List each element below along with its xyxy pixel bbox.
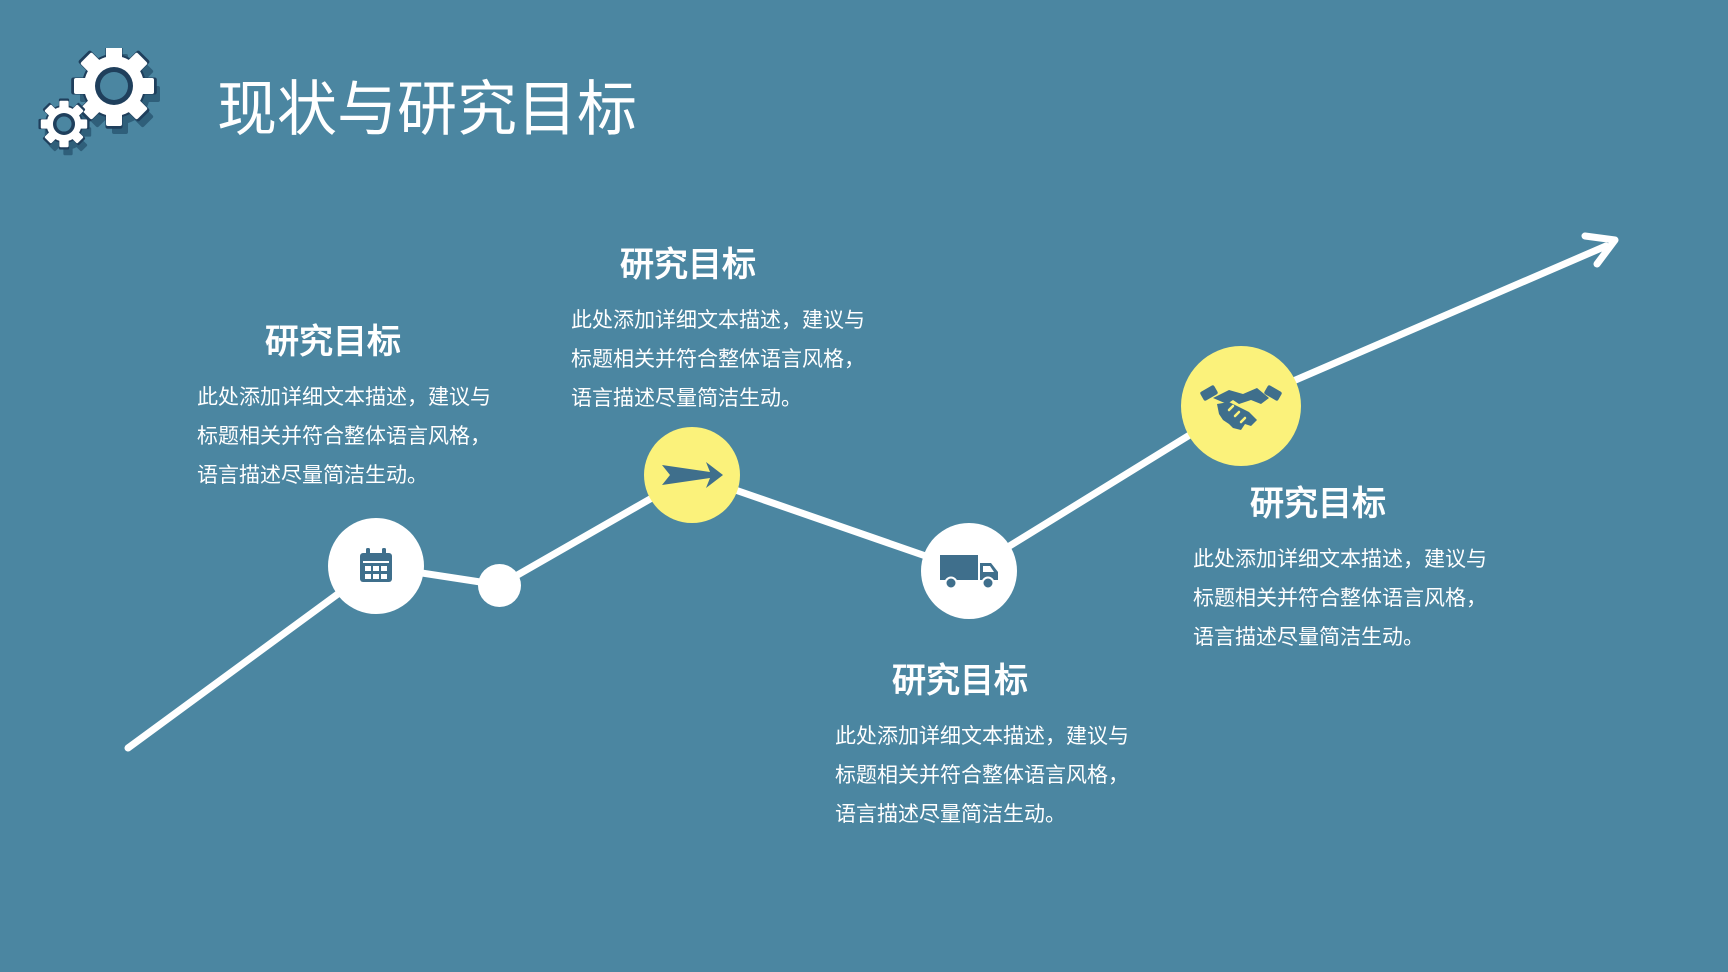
milestone-description: 此处添加详细文本描述，建议与 标题相关并符合整体语言风格， 语言描述尽量简洁生动… [571,301,865,418]
milestone-node-4 [1181,346,1301,466]
description-line: 标题相关并符合整体语言风格， [835,763,1129,787]
milestone-title: 研究目标 [620,245,756,285]
description-line: 标题相关并符合整体语言风格， [197,424,491,448]
path-dot [478,564,521,607]
milestone-description: 此处添加详细文本描述，建议与 标题相关并符合整体语言风格， 语言描述尽量简洁生动… [197,378,491,495]
milestone-node-3 [921,523,1017,619]
description-line: 语言描述尽量简洁生动。 [835,802,1066,826]
handshake-icon [1200,385,1282,430]
description-line: 此处添加详细文本描述，建议与 [835,724,1129,748]
calendar-icon [360,548,392,582]
description-line: 语言描述尽量简洁生动。 [1193,625,1424,649]
truck-icon [940,555,998,590]
description-line: 语言描述尽量简洁生动。 [197,463,428,487]
page-title: 现状与研究目标 [217,75,637,145]
milestone-text-4: 研究目标 此处添加详细文本描述，建议与 标题相关并符合整体语言风格， 语言描述尽… [1193,482,1487,657]
milestone-title: 研究目标 [892,661,1028,701]
milestone-node-1 [328,518,424,614]
description-line: 标题相关并符合整体语言风格， [571,347,865,371]
arrowhead-icon [1581,232,1619,268]
milestone-description: 此处添加详细文本描述，建议与 标题相关并符合整体语言风格， 语言描述尽量简洁生动… [1193,540,1487,657]
description-line: 此处添加详细文本描述，建议与 [197,385,491,409]
milestone-title: 研究目标 [265,322,401,362]
milestone-title: 研究目标 [1250,484,1386,524]
description-line: 标题相关并符合整体语言风格， [1193,586,1487,610]
arrow-icon [662,462,723,488]
milestone-text-1: 研究目标 此处添加详细文本描述，建议与 标题相关并符合整体语言风格， 语言描述尽… [197,320,491,495]
gears-icon [38,48,160,156]
milestone-text-3: 研究目标 此处添加详细文本描述，建议与 标题相关并符合整体语言风格， 语言描述尽… [835,659,1129,834]
description-line: 此处添加详细文本描述，建议与 [1193,547,1487,571]
milestone-text-2: 研究目标 此处添加详细文本描述，建议与 标题相关并符合整体语言风格， 语言描述尽… [571,243,865,418]
milestone-description: 此处添加详细文本描述，建议与 标题相关并符合整体语言风格， 语言描述尽量简洁生动… [835,717,1129,834]
description-line: 此处添加详细文本描述，建议与 [571,308,865,332]
milestone-node-2 [644,427,740,523]
description-line: 语言描述尽量简洁生动。 [571,386,802,410]
